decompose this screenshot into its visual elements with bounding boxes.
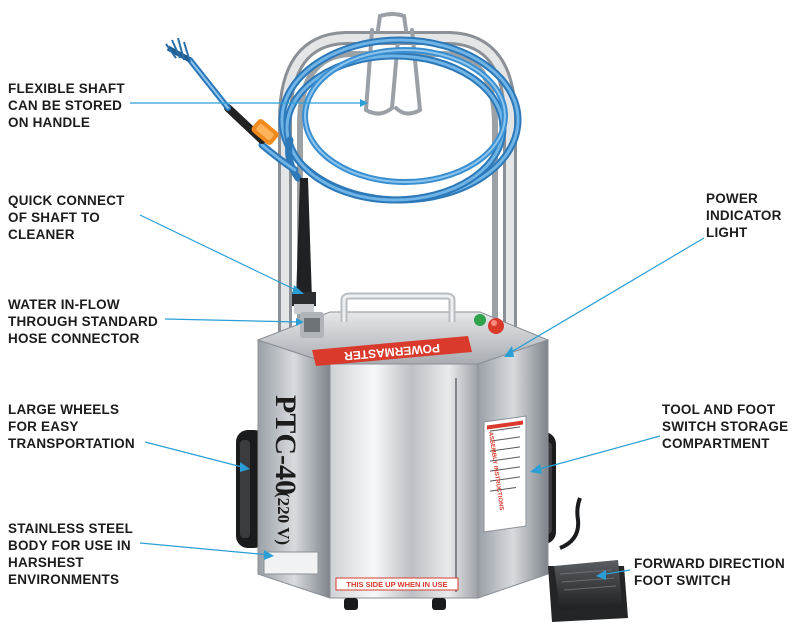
machine-body — [236, 292, 556, 610]
callout-line: TRANSPORTATION — [8, 436, 135, 451]
callout-line: CAN BE STORED — [8, 98, 123, 113]
callout-line: POWER — [706, 191, 759, 206]
callout-line: SWITCH STORAGE — [662, 419, 789, 434]
callout-line: HARSHEST — [8, 555, 84, 570]
shaft-hook — [363, 12, 423, 116]
leader-lines — [130, 102, 705, 576]
callout-line: HOSE CONNECTOR — [8, 331, 140, 346]
callout-line: QUICK CONNECT — [8, 193, 125, 208]
callout-line: FOOT SWITCH — [634, 573, 731, 588]
callout-line: FOR EASY — [8, 419, 79, 434]
callout-stainless-body: STAINLESS STEEL BODY FOR USE IN HARSHEST… — [8, 520, 133, 588]
side-up-label: THIS SIDE UP WHEN IN USE — [346, 580, 447, 589]
leader-water-inflow — [164, 318, 301, 323]
callout-line: ENVIRONMENTS — [8, 572, 120, 587]
callout-line: LIGHT — [706, 225, 748, 240]
brush-head — [165, 37, 192, 63]
callout-line: FLEXIBLE SHAFT — [8, 81, 125, 96]
callout-quick-connect: QUICK CONNECT OF SHAFT TO CLEANER — [8, 192, 125, 243]
callout-large-wheels: LARGE WHEELS FOR EASY TRANSPORTATION — [8, 401, 135, 452]
callout-line: FORWARD DIRECTION — [634, 556, 785, 571]
callout-line: THROUGH STANDARD — [8, 314, 158, 329]
callout-line: STAINLESS STEEL — [8, 521, 134, 536]
leader-quick-connect — [139, 214, 301, 293]
callout-line: LARGE WHEELS — [8, 402, 120, 417]
leader-storage — [535, 435, 661, 471]
voltage-label: (220 V) — [274, 492, 293, 545]
quick-connect-fitting — [251, 119, 279, 145]
callout-line: OF SHAFT TO — [8, 210, 100, 225]
leader-large-wheels — [144, 441, 247, 469]
callout-line: TOOL AND FOOT — [662, 402, 776, 417]
wand — [292, 178, 316, 314]
callout-power-light: POWER INDICATOR LIGHT — [706, 190, 782, 241]
flexible-shaft — [187, 36, 522, 204]
callout-line: BODY FOR USE IN — [8, 538, 131, 553]
callout-foot-switch: FORWARD DIRECTION FOOT SWITCH — [634, 555, 785, 589]
callout-line: ON HANDLE — [8, 115, 91, 130]
callout-line: COMPARTMENT — [662, 436, 770, 451]
callout-water-inflow: WATER IN-FLOW THROUGH STANDARD HOSE CONN… — [8, 296, 158, 347]
leader-stainless-body — [139, 542, 271, 556]
callout-flexible-shaft: FLEXIBLE SHAFT CAN BE STORED ON HANDLE — [8, 80, 125, 131]
leader-power-light — [507, 237, 705, 355]
callout-line: CLEANER — [8, 227, 75, 242]
callout-storage-compartment: TOOL AND FOOT SWITCH STORAGE COMPARTMENT — [662, 401, 788, 452]
callout-line: WATER IN-FLOW — [8, 297, 120, 312]
model-label: PTC-40 — [269, 395, 302, 495]
foot-switch — [548, 497, 628, 622]
callout-line: INDICATOR — [706, 208, 782, 223]
leader-arrowheads — [240, 99, 606, 580]
